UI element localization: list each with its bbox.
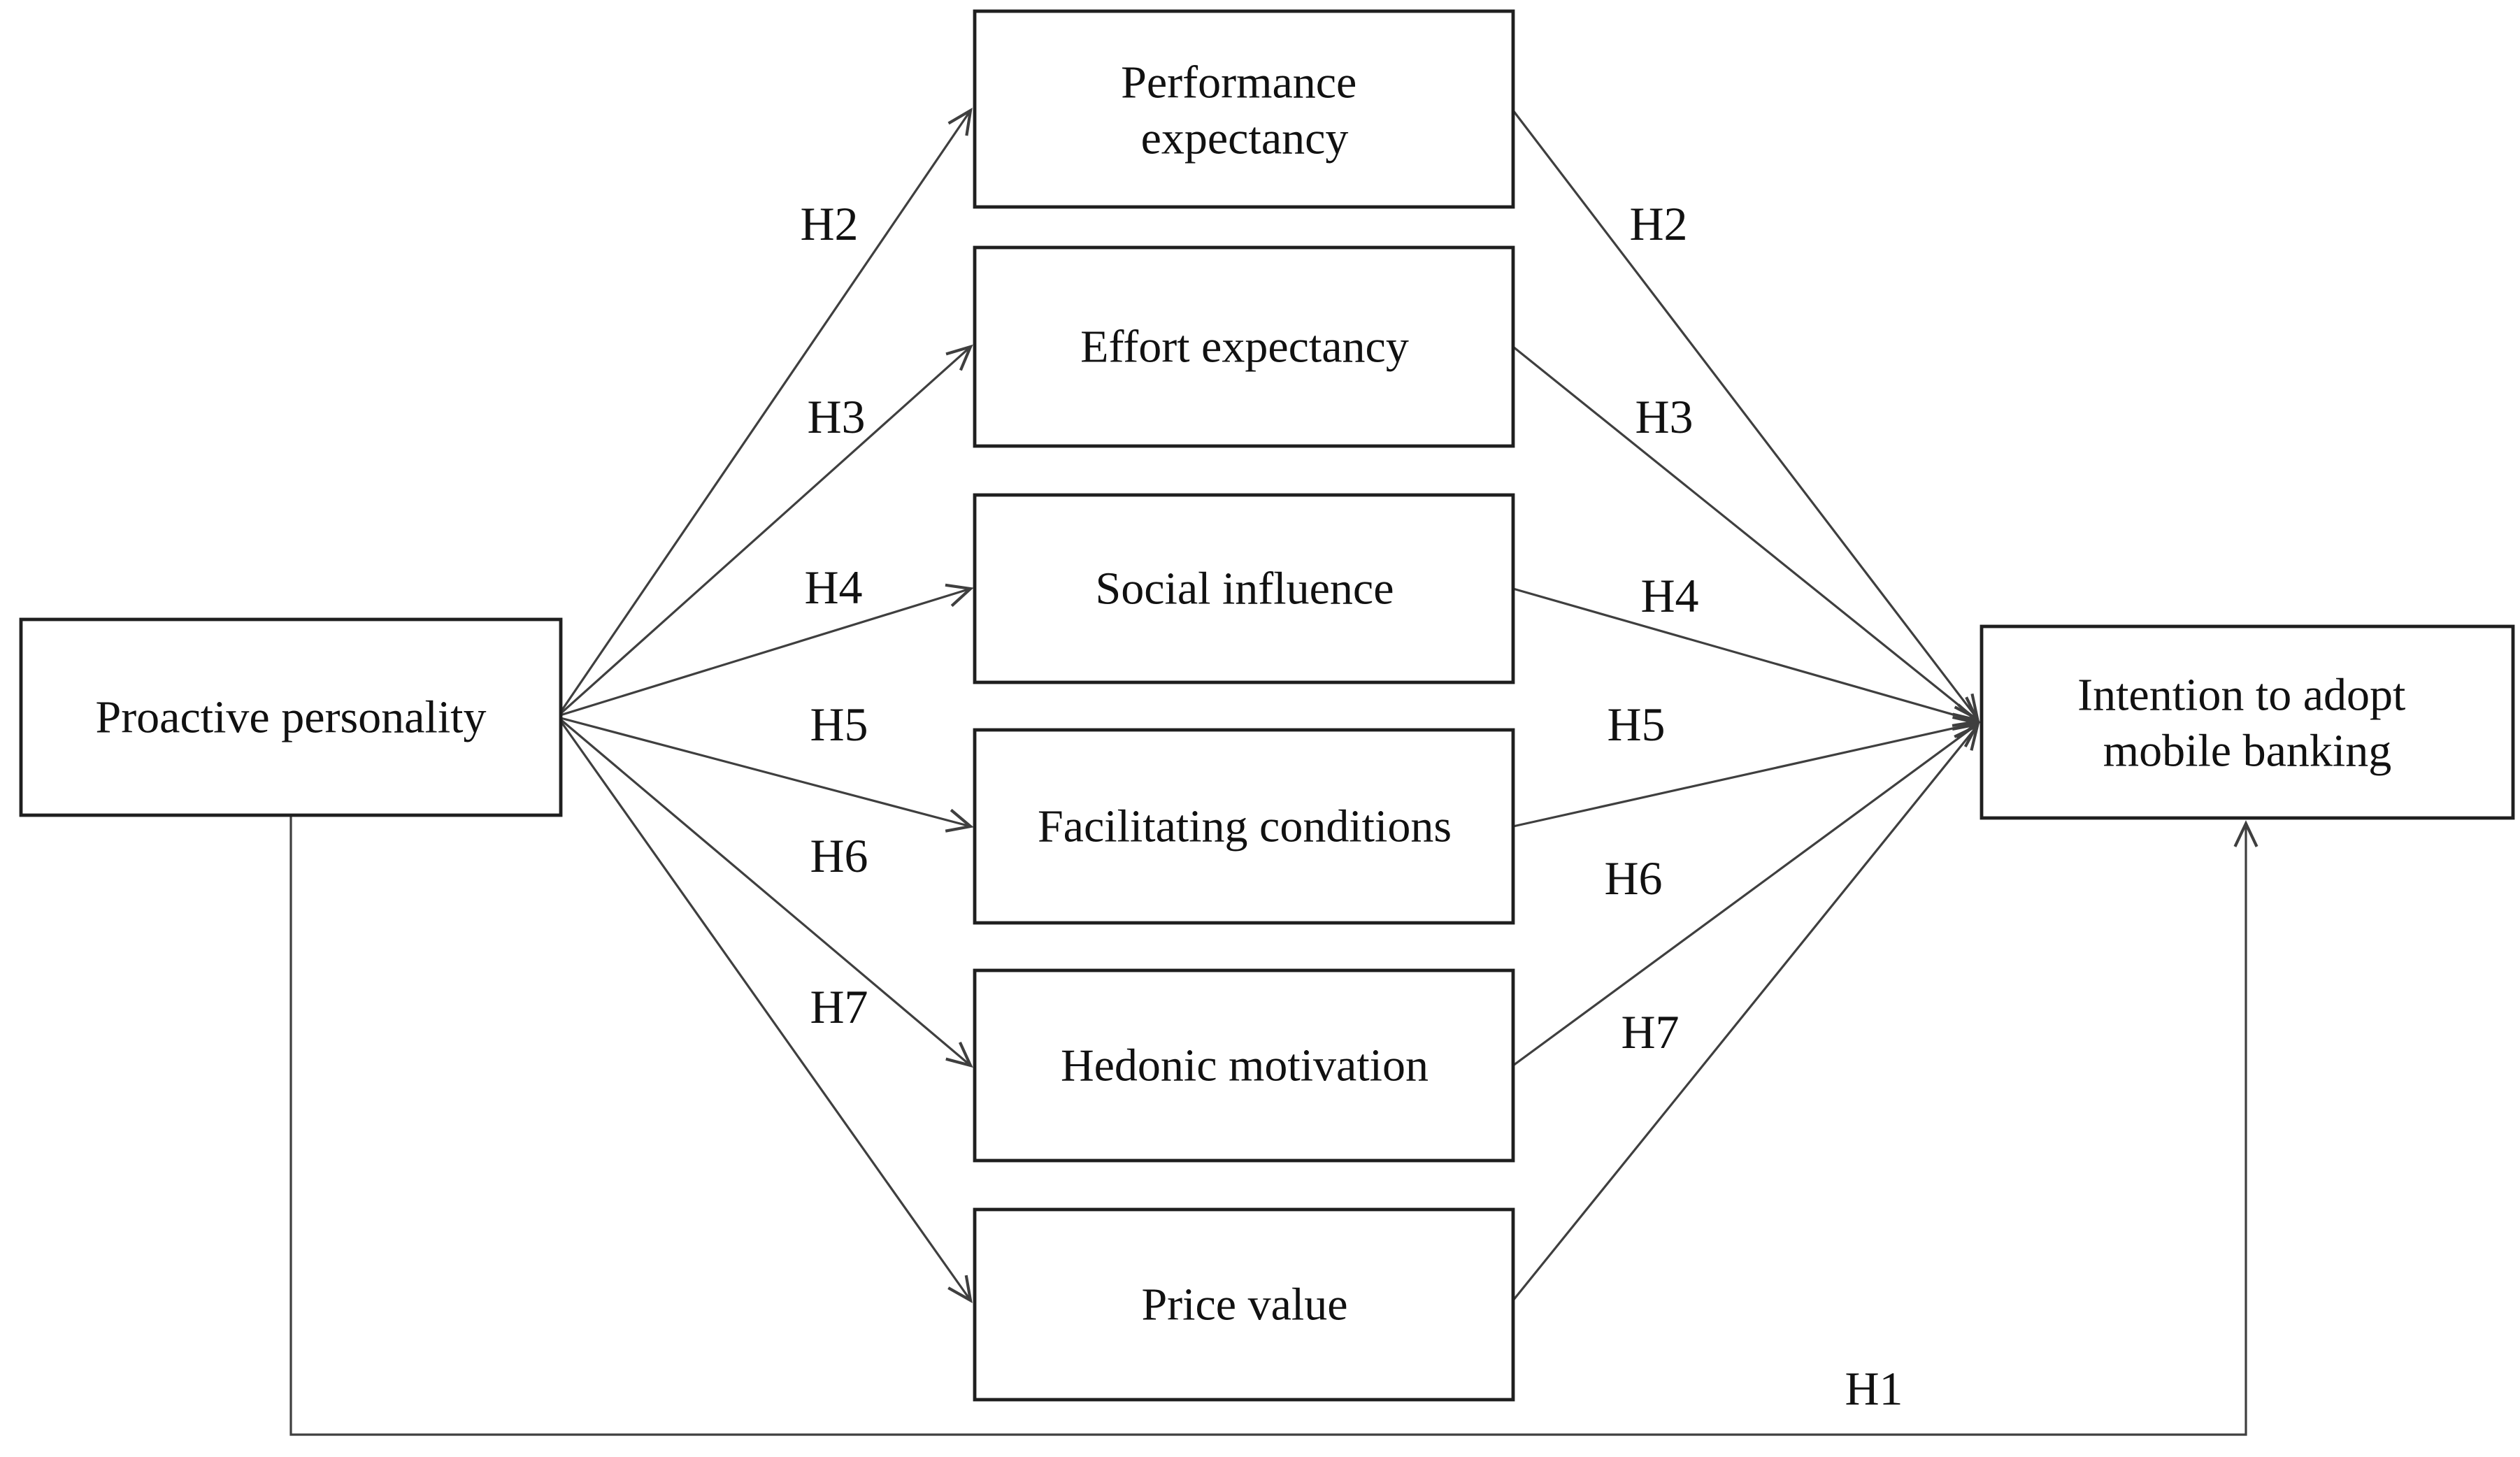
node-hedonic-motivation: [973, 968, 1515, 1163]
hypothesis-label-h5-left: H5: [810, 698, 868, 751]
node-intention-to-adopt: [1980, 624, 2515, 820]
arrow-h2-left: [557, 107, 973, 717]
arrow-h4-left: [557, 583, 974, 717]
node-social-influence: [973, 493, 1515, 684]
hypothesis-label-h4-left: H4: [804, 561, 862, 614]
node-effort-expectancy: [973, 245, 1515, 448]
arrow-h5-left: [557, 716, 974, 833]
node-label-proactive-personality: Proactive personality: [95, 692, 486, 743]
node-label-facilitating-conditions: Facilitating conditions: [1038, 801, 1452, 852]
hypothesis-label-h3-right: H3: [1635, 390, 1693, 443]
arrow-h5-right: [1512, 715, 1981, 828]
hypothesis-label-h6-right: H6: [1604, 852, 1662, 905]
node-label-performance-line2: expectancy: [1141, 113, 1349, 164]
hypothesis-label-h4-right: H4: [1640, 569, 1698, 622]
arrow-h4-right: [1512, 587, 1981, 727]
node-label-intention-to-adopt: Intention to adopt mobile banking: [2077, 654, 2417, 777]
arrow-h7-left: [557, 717, 973, 1303]
arrow-h3-right: [1512, 345, 1980, 723]
arrow-h1-path: [289, 815, 2258, 1436]
node-label-social-influence: Social influence: [1095, 564, 1394, 615]
node-label-performance-line1: Performance: [1121, 57, 1356, 108]
hypothesis-label-h7-left: H7: [810, 980, 868, 1033]
hypothesis-label-h2-right: H2: [1629, 197, 1687, 250]
hypothesis-label-h5-right: H5: [1607, 698, 1665, 751]
hypothesis-label-h3-left: H3: [807, 390, 865, 443]
node-price-value: [973, 1207, 1515, 1402]
arrow-h3-left: [557, 344, 973, 717]
node-label-price-value: Price value: [1141, 1279, 1347, 1330]
arrow-h6-left: [557, 716, 973, 1068]
arrow-h7-right: [1512, 723, 1980, 1302]
node-performance-expectancy: [973, 9, 1515, 209]
hypothesis-label-h2-left: H2: [800, 197, 858, 250]
node-label-intention-line1: Intention to adopt: [2077, 670, 2405, 721]
node-proactive-personality: [19, 617, 563, 817]
node-facilitating-conditions: [973, 728, 1515, 925]
node-label-intention-line2: mobile banking: [2103, 726, 2391, 777]
node-label-performance-expectancy: Performance expectancy: [1121, 42, 1368, 164]
arrow-h2-right: [1512, 110, 1980, 722]
node-label-hedonic-motivation: Hedonic motivation: [1061, 1040, 1429, 1091]
hypothesis-label-h1: H1: [1845, 1362, 1903, 1415]
hypothesis-label-h6-left: H6: [810, 829, 868, 882]
hypothesis-label-h7-right: H7: [1621, 1005, 1679, 1058]
node-label-effort-expectancy: Effort expectancy: [1080, 322, 1409, 373]
arrow-h6-right: [1512, 722, 1980, 1067]
